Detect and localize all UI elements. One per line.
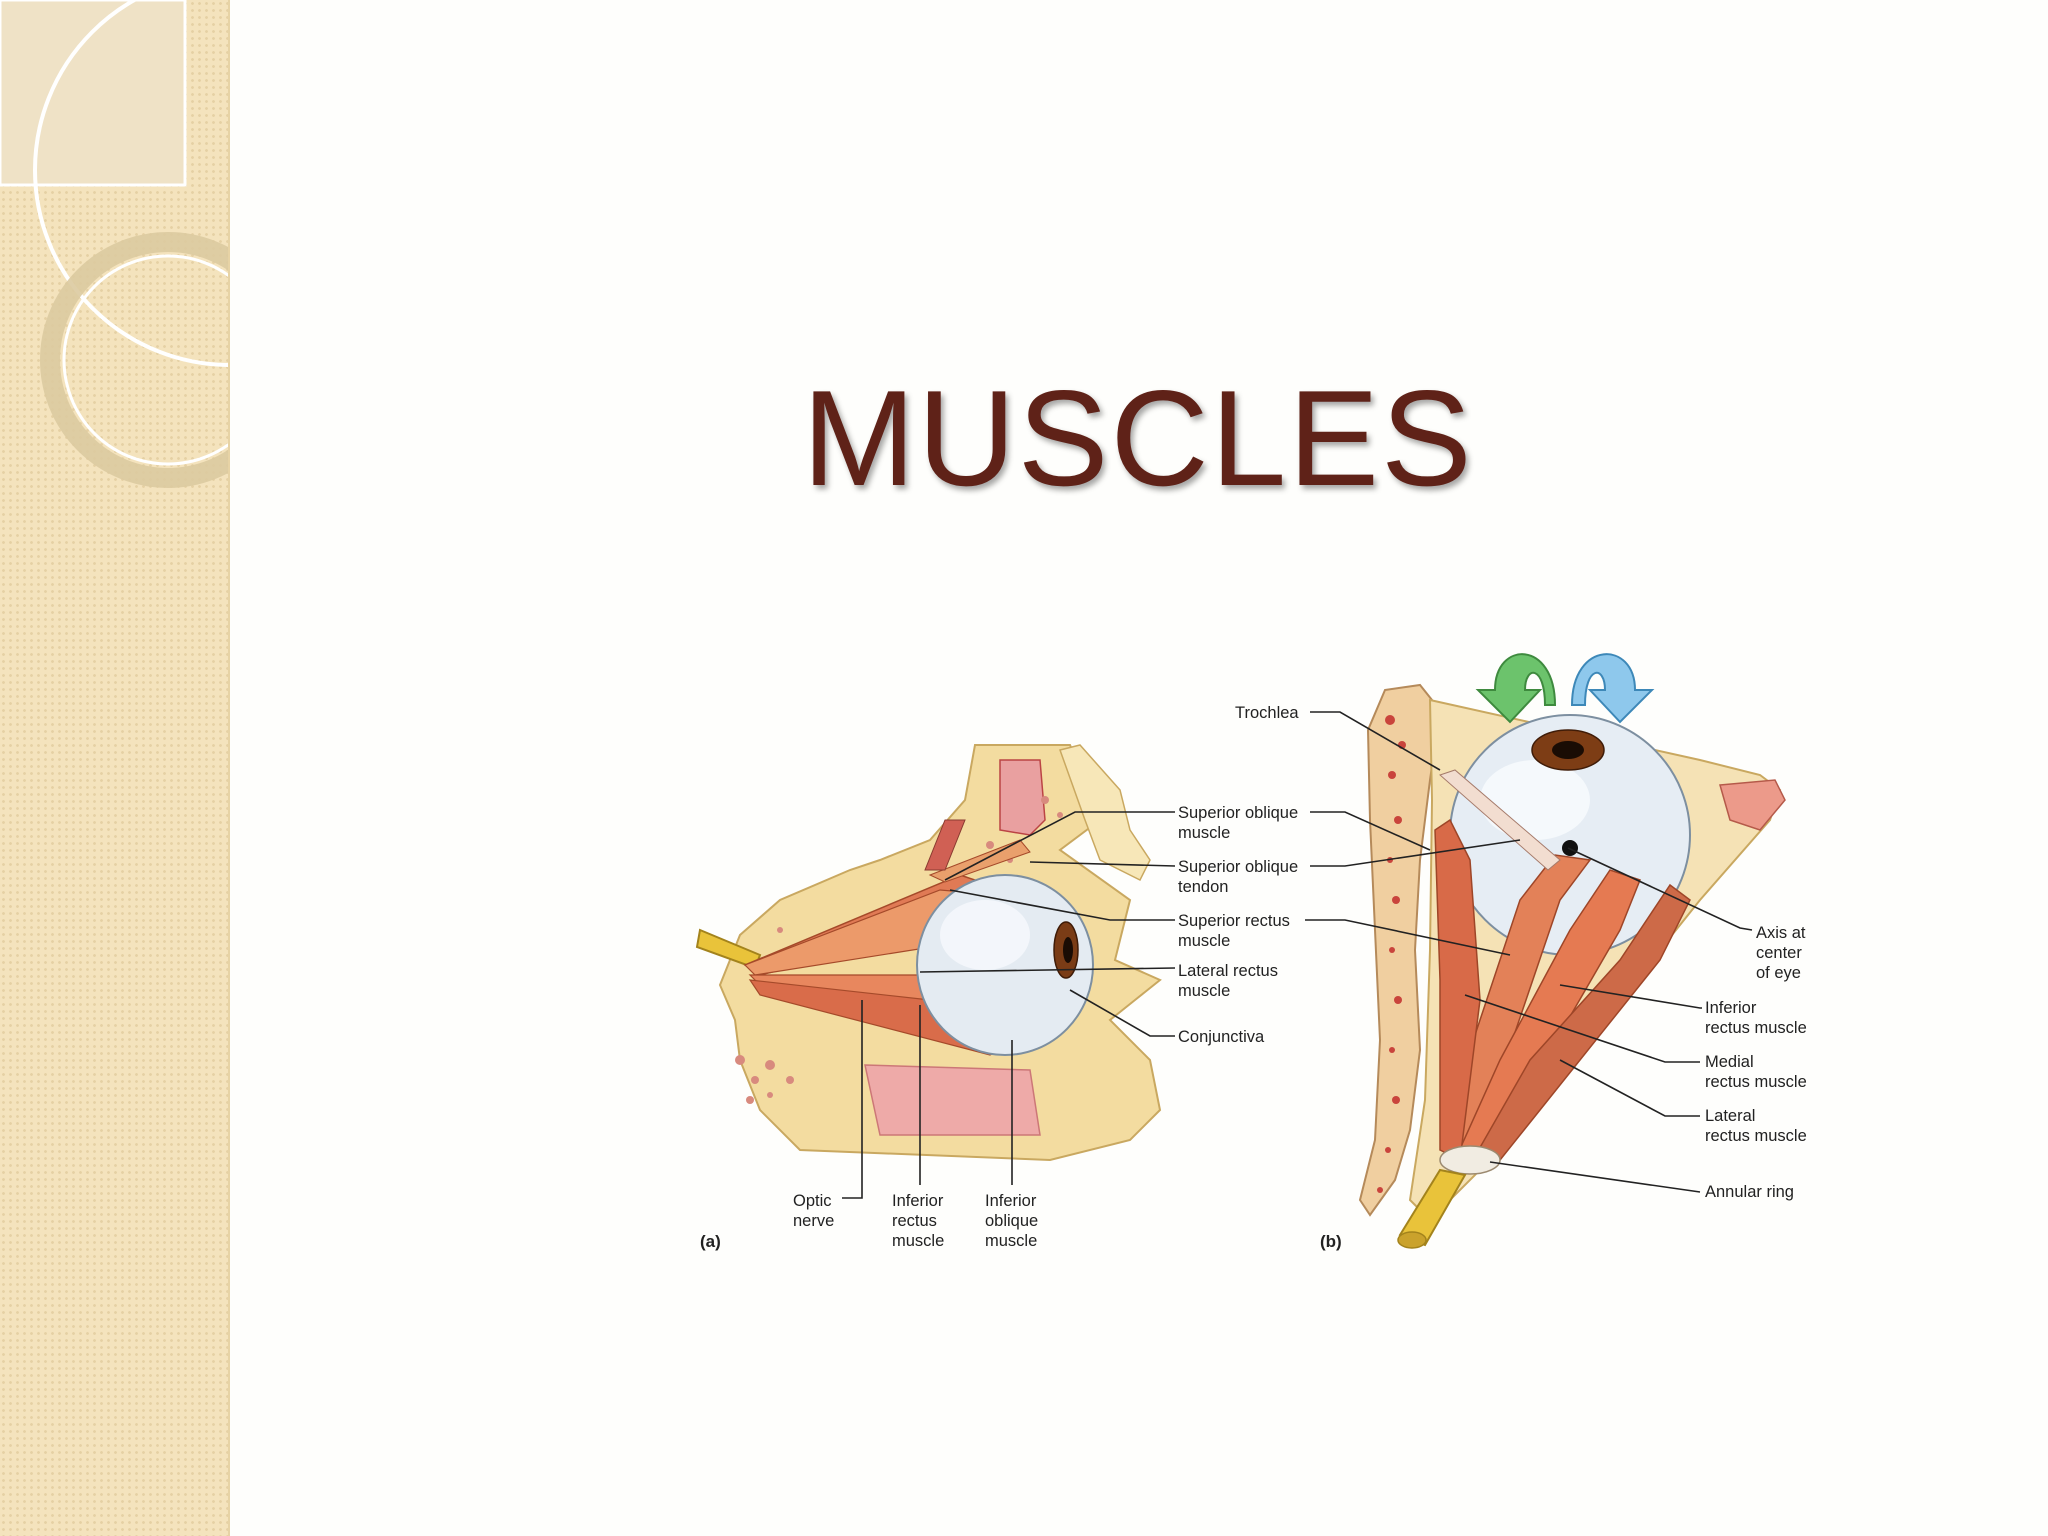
panel-b-illustration (1358, 683, 1786, 1249)
label-b-trochlea: Trochlea (1235, 704, 1299, 722)
label-a-optic-nerve: Optic nerve (793, 1192, 836, 1230)
decorative-sidebar (0, 0, 230, 1536)
decorative-rings (0, 0, 228, 488)
label-a-inferior-oblique: Inferior oblique muscle (985, 1192, 1043, 1250)
panel-b-tag: (b) (1320, 1232, 1342, 1251)
label-b-inferior-rectus: Inferior rectus muscle (1705, 999, 1807, 1037)
label-b-axis: Axis at center of eye (1756, 924, 1810, 982)
label-a-superior-oblique-tendon: Superior oblique tendon (1178, 858, 1303, 896)
label-a-superior-rectus: Superior rectus muscle (1178, 912, 1294, 950)
panel-b-leader-lines (1305, 711, 1753, 1193)
label-b-medial-rectus: Medial rectus muscle (1705, 1053, 1807, 1091)
panel-a-tag: (a) (700, 1232, 721, 1251)
panel-a-leader-lines (842, 811, 1176, 1199)
panel-a-illustration (695, 744, 1162, 1162)
panel-a-labels: Superior oblique muscle Superior oblique… (700, 804, 1303, 1251)
label-a-superior-oblique-muscle: Superior oblique muscle (1178, 804, 1303, 842)
label-b-annular-ring: Annular ring (1705, 1183, 1794, 1201)
panel-b-labels: Trochlea Axis at center of eye Inferior … (1235, 704, 1810, 1251)
label-a-lateral-rectus: Lateral rectus muscle (1178, 962, 1283, 1000)
label-a-conjunctiva: Conjunctiva (1178, 1028, 1265, 1046)
label-b-lateral-rectus: Lateral rectus muscle (1705, 1107, 1807, 1145)
slide-title: MUSCLES (802, 362, 1474, 514)
label-a-inferior-rectus: Inferior rectus muscle (892, 1192, 948, 1250)
rotation-arrows-icon (1475, 653, 1655, 724)
